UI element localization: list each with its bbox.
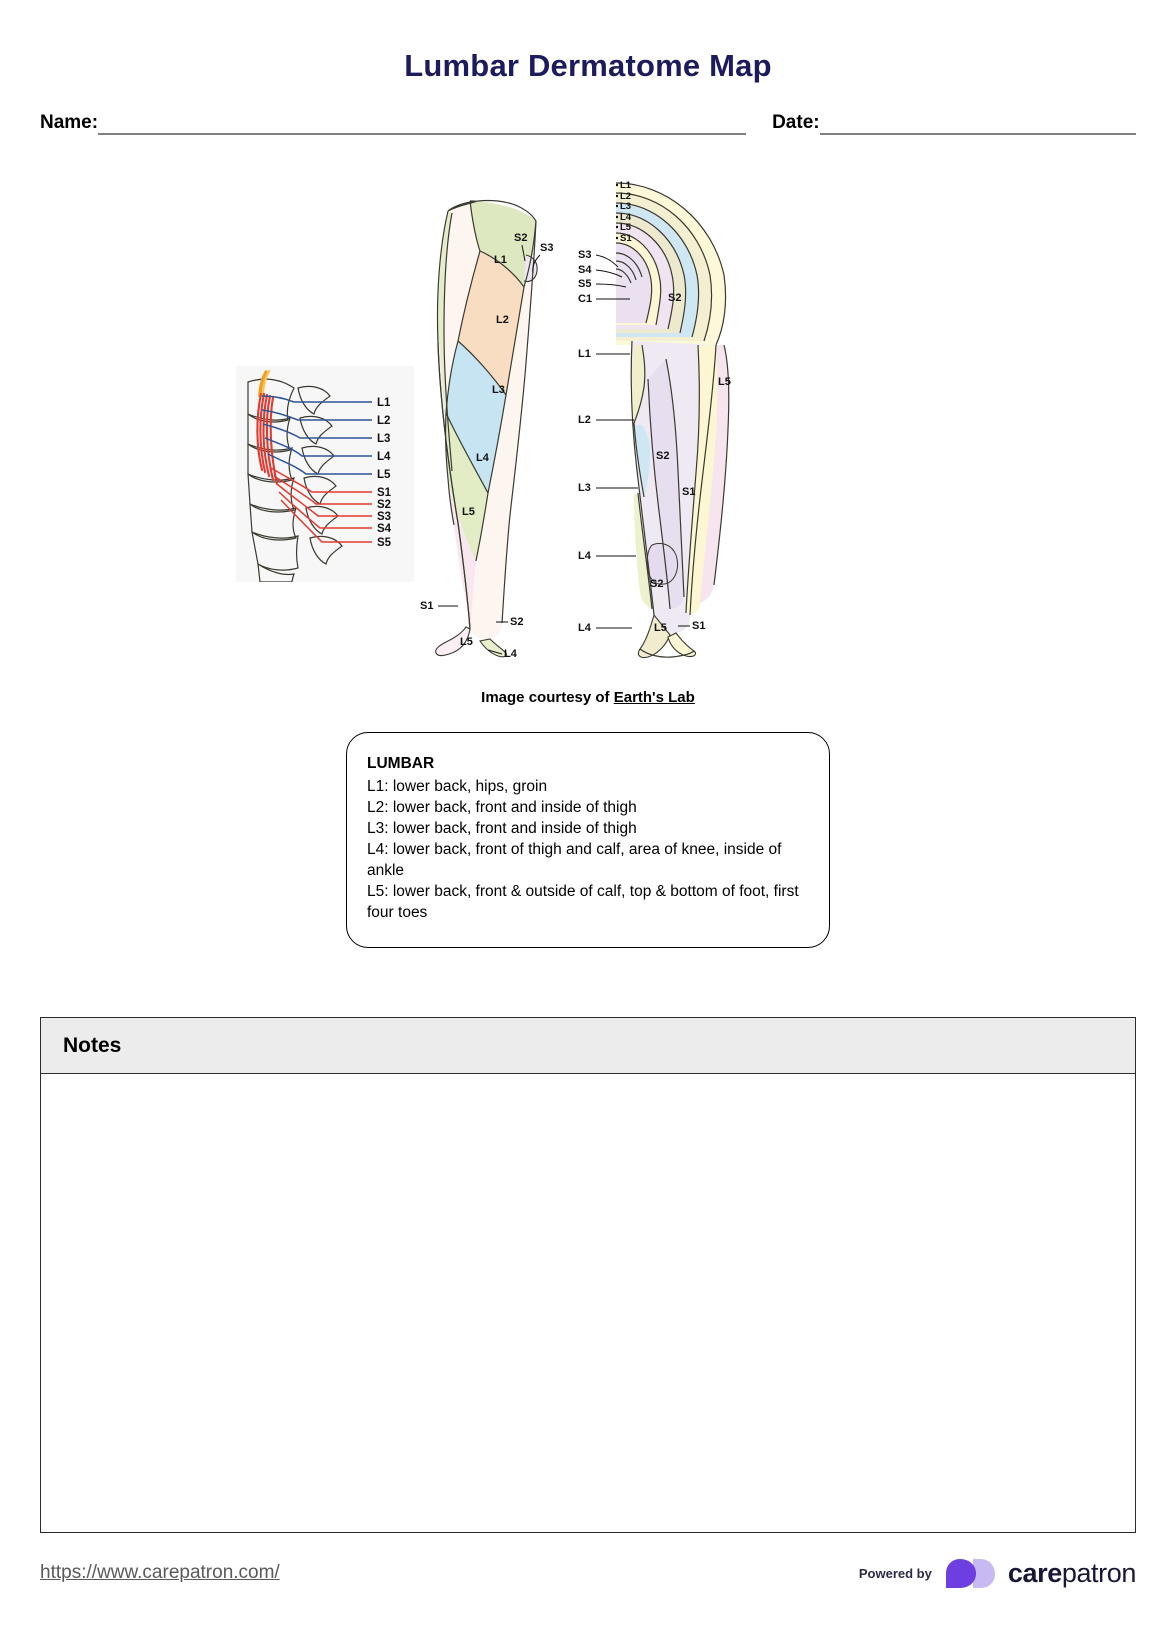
- posterior-label-s1-foot: S1: [692, 620, 705, 632]
- anterior-label-l5-foot: L5: [460, 636, 473, 648]
- lumbar-card-heading: LUMBAR: [367, 755, 435, 772]
- anterior-label-l1: L1: [494, 254, 507, 266]
- lumbar-line-l5: L5: lower back, front & outside of calf,…: [367, 882, 799, 921]
- anterior-label-s2-foot: S2: [510, 616, 523, 628]
- lumbar-line-l4: L4: lower back, front of thigh and calf,…: [367, 840, 782, 879]
- posterior-arc-label-l5: L5: [620, 222, 632, 233]
- posterior-arc-label-l3: L3: [620, 201, 631, 212]
- spine-label-s5: S5: [377, 537, 392, 549]
- carepatron-logo-icon: [945, 1559, 995, 1588]
- spine-label-l2: L2: [377, 415, 390, 427]
- page-footer: https://www.carepatron.com/ Powered by c…: [40, 1556, 1136, 1590]
- spine-label-l5: L5: [377, 469, 391, 481]
- lumbar-line-l3: L3: lower back, front and inside of thig…: [367, 819, 637, 837]
- posterior-label-s2-calf: S2: [650, 578, 663, 590]
- leg-dermatome-diagram: S2 S3 L1 L2 L3 L4 L5 S1 S2 L5 L4: [420, 180, 731, 660]
- name-label: Name:: [40, 112, 99, 133]
- lumbar-line-l1: L1: lower back, hips, groin: [367, 778, 548, 795]
- anterior-label-l5: L5: [462, 506, 475, 518]
- posterior-label-s1: S1: [682, 486, 695, 498]
- spine-label-l3: L3: [377, 433, 390, 445]
- posterior-label-s5: S5: [578, 278, 591, 290]
- notes-input[interactable]: [41, 1074, 1135, 1532]
- patient-info-row: Name: Date:: [40, 112, 1136, 135]
- posterior-label-l2: L2: [578, 414, 591, 426]
- page-title: Lumbar Dermatome Map: [404, 48, 772, 83]
- spine-label-s1: S1: [377, 487, 392, 499]
- spine-label-l4: L4: [377, 451, 391, 463]
- posterior-label-l4: L4: [578, 550, 592, 562]
- anterior-label-l3: L3: [492, 384, 505, 396]
- lumbar-description-card: LUMBAR L1: lower back, hips, groin L2: l…: [346, 732, 830, 949]
- posterior-label-l3: L3: [578, 482, 591, 494]
- posterior-label-s2-thigh: S2: [656, 450, 669, 462]
- name-input[interactable]: [98, 113, 747, 135]
- posterior-label-s2-buttock: S2: [668, 292, 681, 304]
- image-credit: Image courtesy of Earth's Lab: [0, 689, 1176, 706]
- spine-label-l1: L1: [377, 397, 391, 409]
- anterior-label-l2: L2: [496, 314, 509, 326]
- posterior-label-s4: S4: [578, 264, 592, 276]
- spine-label-s4: S4: [377, 523, 392, 535]
- carepatron-branding: Powered by carepatron: [859, 1556, 1136, 1590]
- posterior-label-c1: C1: [578, 293, 592, 305]
- posterior-leg-figure: L1 L2 L3 L4 L5 S1 S3 S4 S5 C1 S2: [578, 180, 731, 659]
- posterior-arc-label-l1: L1: [620, 180, 632, 191]
- anterior-label-s3: S3: [540, 242, 553, 254]
- posterior-label-l4-foot: L4: [578, 622, 592, 634]
- dermatome-illustration: L1 L2 L3 L4 L5 S1 S2 S3 S4 S5: [0, 163, 1176, 683]
- date-label: Date:: [772, 112, 820, 133]
- carepatron-url-link[interactable]: https://www.carepatron.com/: [40, 1562, 280, 1583]
- lumbar-line-l2: L2: lower back, front and inside of thig…: [367, 798, 637, 816]
- anterior-label-l4-foot: L4: [504, 648, 518, 660]
- spine-label-s2: S2: [377, 499, 391, 511]
- posterior-label-l5-foot: L5: [654, 622, 667, 634]
- posterior-label-l1: L1: [578, 348, 591, 360]
- date-input[interactable]: [819, 113, 1136, 135]
- notes-heading: Notes: [41, 1018, 1135, 1074]
- image-credit-prefix: Image courtesy of: [481, 689, 614, 706]
- powered-by-label: Powered by: [858, 1565, 932, 1581]
- posterior-label-s3: S3: [578, 249, 591, 261]
- posterior-arc-label-l2: L2: [620, 191, 631, 202]
- carepatron-wordmark: carepatron: [1007, 1557, 1137, 1588]
- posterior-label-l5: L5: [718, 376, 731, 388]
- image-credit-source: Earth's Lab: [613, 689, 695, 706]
- anterior-leg-figure: S2 S3 L1 L2 L3 L4 L5 S1 S2 L5 L4: [420, 199, 553, 660]
- posterior-arc-label-l4: L4: [620, 212, 632, 223]
- wordmark-patron: patron: [1061, 1557, 1137, 1588]
- wordmark-care: care: [1007, 1557, 1062, 1588]
- posterior-arc-label-s1: S1: [620, 233, 632, 244]
- notes-section: Notes: [40, 1017, 1136, 1533]
- anterior-label-l4: L4: [476, 452, 490, 464]
- spine-label-s3: S3: [377, 511, 391, 523]
- spine-nerve-root-diagram: L1 L2 L3 L4 L5 S1 S2 S3 S4 S5: [236, 366, 414, 582]
- anterior-label-s2: S2: [514, 232, 527, 244]
- anterior-label-s1: S1: [420, 600, 433, 612]
